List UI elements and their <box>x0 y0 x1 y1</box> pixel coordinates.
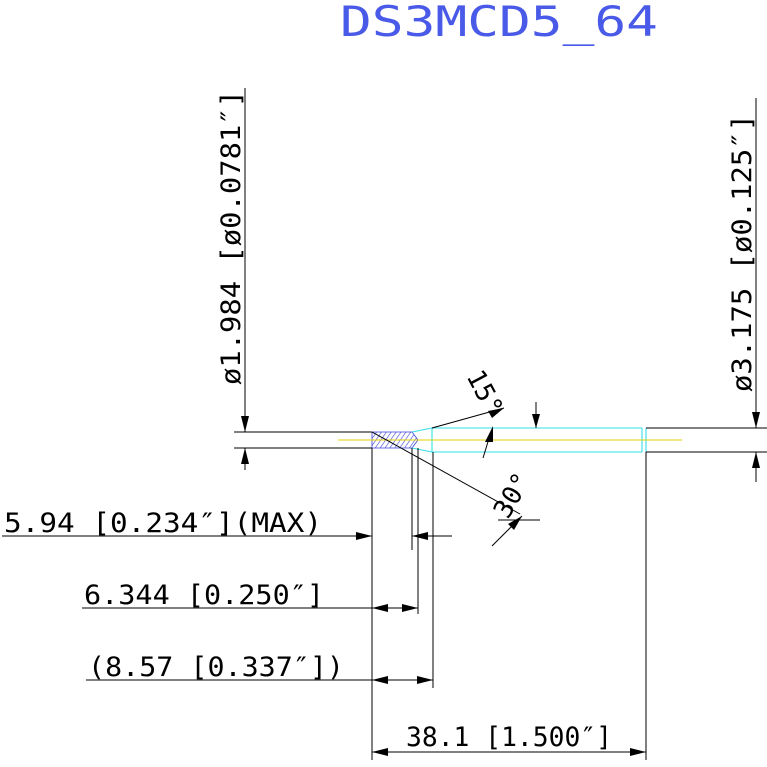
reach-length-label: 6.344 [0.250″] <box>84 580 324 611</box>
flute-length-label: 5.94 [0.234″](MAX) <box>4 508 322 539</box>
arrow-up <box>752 452 760 468</box>
extension-lines <box>371 448 647 760</box>
arrow-down <box>752 412 760 428</box>
arrow-up <box>241 448 249 464</box>
arrow <box>372 604 388 612</box>
tool-body <box>338 427 767 453</box>
arrow-down <box>241 416 249 432</box>
flute-length-dimension: 5.94 [0.234″](MAX) <box>2 508 452 540</box>
arrow <box>412 532 428 540</box>
arrow <box>532 414 540 428</box>
arrow <box>402 604 418 612</box>
shank-diameter-label: ø3.175 [ø0.125″] <box>727 114 758 392</box>
arrow <box>356 532 372 540</box>
reach-length-dimension: 6.344 [0.250″] <box>82 580 418 612</box>
overall-length-dimension: 38.1 [1.500″] <box>372 722 646 756</box>
arrow <box>485 426 493 442</box>
arrow <box>417 676 433 684</box>
drawing-title: DS3MCD5_64 <box>340 0 658 46</box>
arrow <box>630 748 646 756</box>
arrow <box>372 748 388 756</box>
taper-length-dimension: (8.57 [0.337″]) <box>86 652 433 684</box>
arrow <box>488 408 504 418</box>
angle-30-dimension: 30° <box>371 431 540 547</box>
tip-diameter-dimension: ø1.984 [ø0.0781″] <box>216 88 372 470</box>
arrow <box>372 676 388 684</box>
angle-15-dimension: 15° <box>431 365 540 459</box>
tip-diameter-label: ø1.984 [ø0.0781″] <box>216 90 247 385</box>
angle-15-label: 15° <box>460 365 509 421</box>
angle-30-label: 30° <box>488 468 537 524</box>
shank-outline <box>646 427 767 453</box>
taper-length-label: (8.57 [0.337″]) <box>88 652 344 683</box>
shank-diameter-dimension: ø3.175 [ø0.125″] <box>727 98 760 482</box>
overall-length-label: 38.1 [1.500″] <box>406 722 612 753</box>
